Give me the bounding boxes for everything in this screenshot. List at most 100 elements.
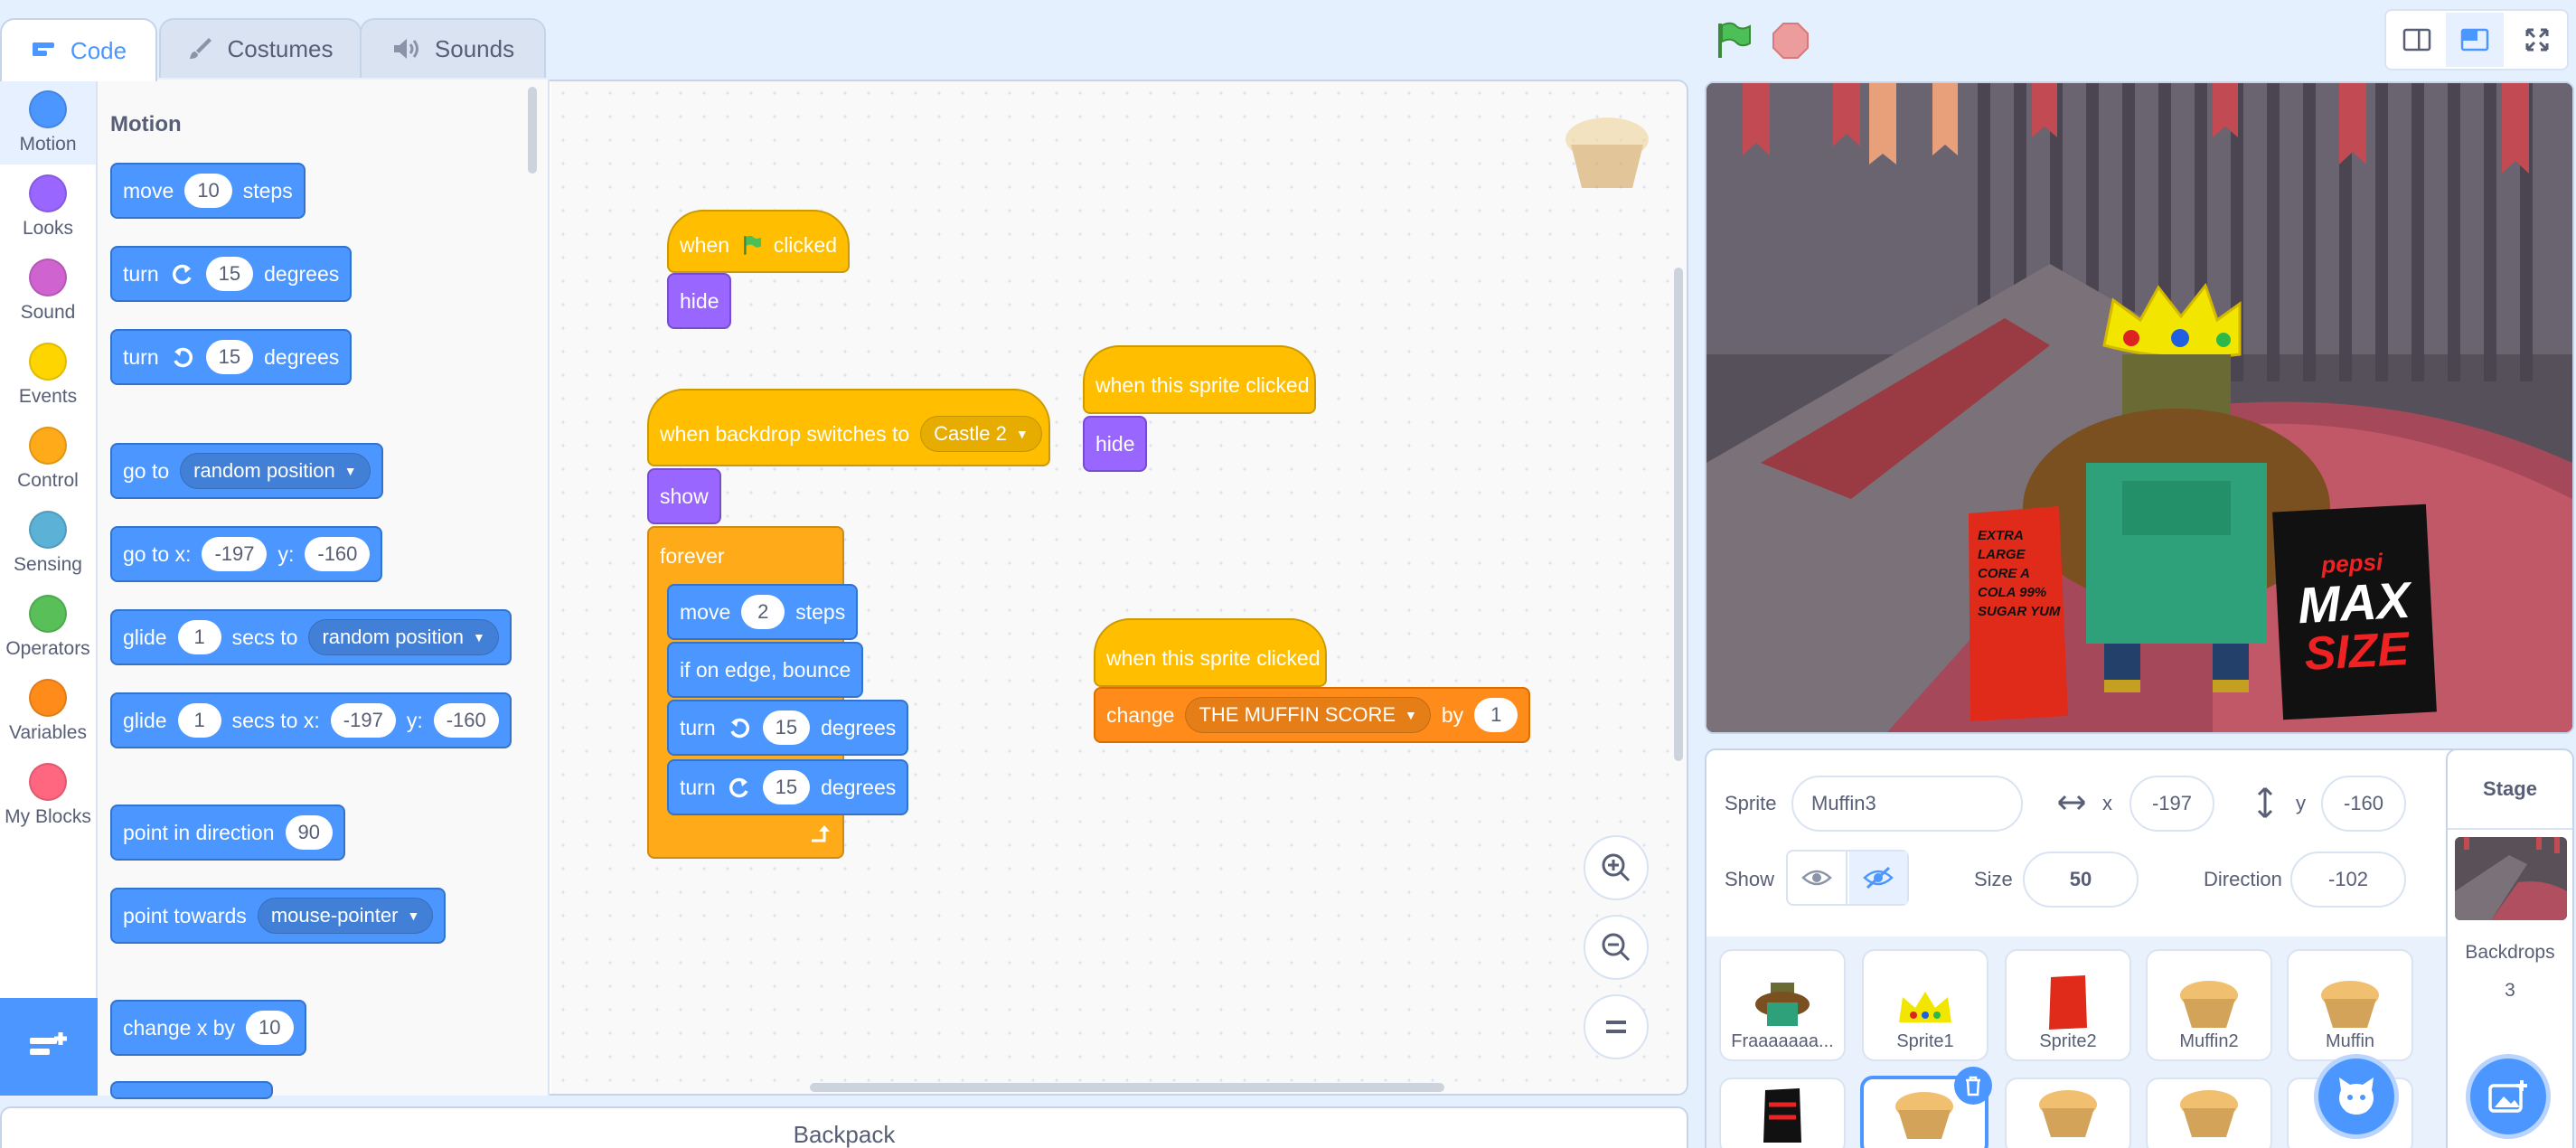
sprite-thumb-3[interactable]: Sprite2 xyxy=(2005,949,2131,1061)
block-glide-xy[interactable]: glide 1 secs to x: -197 y: -160 xyxy=(110,692,512,748)
go-to-x-input[interactable]: -197 xyxy=(202,537,268,571)
show-hidden-button[interactable] xyxy=(1849,852,1907,904)
green-flag-button[interactable] xyxy=(1706,14,1759,67)
stage-canvas[interactable]: EXTRA LARGE CORE A COLA 99% SUGAR YUM pe… xyxy=(1705,81,2574,734)
when-sprite-clicked-block-2[interactable]: when this sprite clicked xyxy=(1094,618,1327,687)
y-input[interactable]: -160 xyxy=(2321,776,2406,832)
workspace-horizontal-scrollbar[interactable] xyxy=(810,1083,1444,1092)
workspace-vertical-scrollbar[interactable] xyxy=(1674,268,1683,761)
block-point-in-direction[interactable]: point in direction 90 xyxy=(110,805,345,861)
category-my-blocks[interactable]: My Blocks xyxy=(0,763,96,828)
sprite-thumb-2[interactable]: Sprite1 xyxy=(1862,949,1988,1061)
category-sound[interactable]: Sound xyxy=(0,259,96,324)
speaker-icon xyxy=(393,39,418,59)
move-block-script[interactable]: move 2 steps xyxy=(667,584,859,640)
delete-sprite-button[interactable] xyxy=(1954,1067,1992,1105)
show-block[interactable]: show xyxy=(647,468,721,524)
sprite-thumb-1[interactable]: Fraaaaaaa... xyxy=(1719,949,1846,1061)
sprite-name-input[interactable]: Muffin3 xyxy=(1791,776,2023,832)
rotate-left-icon xyxy=(174,347,193,368)
category-variables[interactable]: Variables xyxy=(0,679,96,744)
tab-sounds[interactable]: Sounds xyxy=(360,18,546,78)
sprite-thumb-8[interactable] xyxy=(2005,1077,2131,1148)
loop-arrow-icon xyxy=(812,825,830,842)
category-control[interactable]: Control xyxy=(0,427,96,492)
palette-scrollbar[interactable] xyxy=(528,87,537,174)
choose-sprite-button[interactable] xyxy=(2314,1054,2399,1139)
block-go-to-xy[interactable]: go to x: -197 y: -160 xyxy=(110,526,383,582)
block-go-to[interactable]: go to random position▼ xyxy=(110,443,383,499)
zoom-out-button[interactable] xyxy=(1584,915,1649,980)
stage-thumbnail[interactable] xyxy=(2455,837,2567,920)
bounce-block[interactable]: if on edge, bounce xyxy=(667,642,864,698)
glide-secs-input[interactable]: 1 xyxy=(177,620,221,654)
zoom-reset-button[interactable] xyxy=(1584,994,1649,1059)
change-by-input[interactable]: 1 xyxy=(1474,698,1518,732)
block-turn-right[interactable]: turn 15 degrees xyxy=(110,246,353,302)
tab-costumes[interactable]: Costumes xyxy=(159,18,362,78)
glide-y-input[interactable]: -160 xyxy=(433,703,499,738)
turn-left-degrees-input[interactable]: 15 xyxy=(205,340,254,374)
category-events[interactable]: Events xyxy=(0,343,96,408)
block-turn-left[interactable]: turn 15 degrees xyxy=(110,329,353,385)
sprite-thumb-6[interactable] xyxy=(1719,1077,1846,1148)
stage-thumbnail-image xyxy=(2455,837,2567,920)
tab-code[interactable]: Code xyxy=(0,18,157,81)
turn-right-degrees-input[interactable]: 15 xyxy=(205,257,254,291)
turn-left-script-input[interactable]: 15 xyxy=(762,710,811,745)
turn-right-block-script[interactable]: turn 15 degrees xyxy=(667,759,909,815)
sprite-thumb-9[interactable] xyxy=(2146,1077,2272,1148)
turn-left-block-script[interactable]: turn 15 degrees xyxy=(667,700,909,756)
block-partial[interactable] xyxy=(110,1081,273,1099)
glide-target-dropdown[interactable]: random position▼ xyxy=(308,619,499,655)
backpack-label: Backpack xyxy=(793,1121,896,1148)
glide-xy-secs-input[interactable]: 1 xyxy=(177,703,221,738)
sound-category-icon xyxy=(29,259,67,296)
category-looks[interactable]: Looks xyxy=(0,174,96,240)
variable-dropdown[interactable]: THE MUFFIN SCORE▼ xyxy=(1185,697,1431,733)
x-input[interactable]: -197 xyxy=(2129,776,2214,832)
move-steps-input[interactable]: 10 xyxy=(184,174,232,208)
fullscreen-button[interactable] xyxy=(2509,13,2565,67)
when-backdrop-switches-block[interactable]: when backdrop switches to Castle 2▼ xyxy=(647,389,1050,466)
backpack-bar[interactable]: Backpack xyxy=(0,1106,1688,1148)
show-visible-button[interactable] xyxy=(1788,852,1847,904)
size-input[interactable]: 50 xyxy=(2023,852,2139,908)
when-flag-clicked-block[interactable]: when clicked xyxy=(667,210,850,273)
block-change-x[interactable]: change x by 10 xyxy=(110,1000,306,1056)
block-glide[interactable]: glide 1 secs to random position▼ xyxy=(110,609,512,665)
point-towards-dropdown[interactable]: mouse-pointer▼ xyxy=(257,898,434,934)
go-to-y-input[interactable]: -160 xyxy=(305,537,371,571)
fullscreen-icon xyxy=(2525,28,2549,52)
turn-right-script-input[interactable]: 15 xyxy=(762,770,811,805)
change-x-input[interactable]: 10 xyxy=(246,1011,294,1045)
hide-block-2[interactable]: hide xyxy=(1083,416,1148,472)
category-motion[interactable]: Motion xyxy=(0,90,96,155)
change-variable-block[interactable]: change THE MUFFIN SCORE▼ by 1 xyxy=(1094,687,1531,743)
direction-input[interactable]: 90 xyxy=(285,815,333,850)
sprite-thumb-5[interactable]: Muffin xyxy=(2287,949,2413,1061)
large-stage-button[interactable] xyxy=(2446,13,2504,67)
stop-button[interactable] xyxy=(1764,14,1817,67)
add-extension-button[interactable] xyxy=(0,998,98,1096)
choose-backdrop-button[interactable] xyxy=(2466,1054,2551,1139)
crown-icon xyxy=(1899,992,1951,1022)
green-flag-icon xyxy=(1718,22,1751,58)
direction-label: Direction xyxy=(2204,868,2282,890)
block-move[interactable]: move 10 steps xyxy=(110,163,306,219)
move-steps-script-input[interactable]: 2 xyxy=(741,595,785,629)
glide-x-input[interactable]: -197 xyxy=(330,703,396,738)
category-operators[interactable]: Operators xyxy=(0,595,96,660)
direction-input-field[interactable]: -102 xyxy=(2290,852,2406,908)
block-point-towards[interactable]: point towards mouse-pointer▼ xyxy=(110,888,447,944)
go-to-target-dropdown[interactable]: random position▼ xyxy=(180,453,371,489)
control-category-icon xyxy=(29,427,67,465)
zoom-in-button[interactable] xyxy=(1584,835,1649,900)
when-sprite-clicked-block-1[interactable]: when this sprite clicked xyxy=(1083,345,1316,414)
category-sensing[interactable]: Sensing xyxy=(0,511,96,576)
hide-block-1[interactable]: hide xyxy=(667,273,732,329)
backdrop-dropdown[interactable]: Castle 2▼ xyxy=(920,416,1042,452)
current-sprite-thumbnail xyxy=(1562,114,1652,192)
sprite-thumb-4[interactable]: Muffin2 xyxy=(2146,949,2272,1061)
small-stage-button[interactable] xyxy=(2388,13,2446,67)
